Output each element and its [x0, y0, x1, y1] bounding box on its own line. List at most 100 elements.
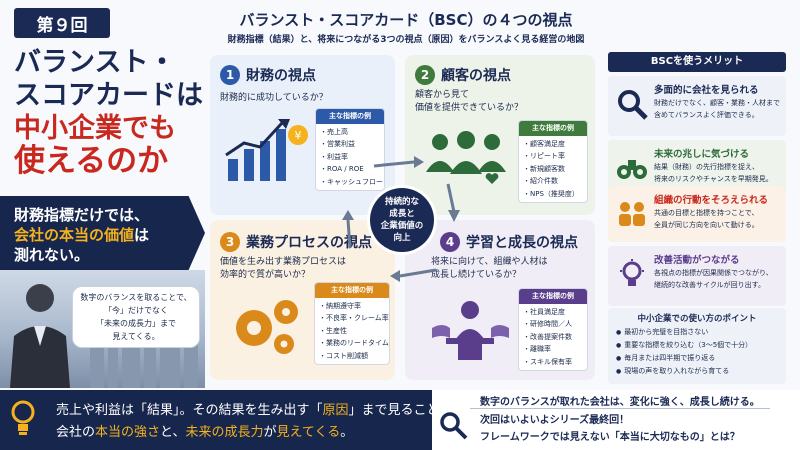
band-line-2-tail: は [134, 226, 150, 244]
magnifier-icon [440, 412, 468, 440]
merit-desc-line: 継続的な改善サイクルが回り出す。 [654, 281, 765, 289]
footer-highlight: 本当の強さ [95, 425, 161, 440]
customer-kpi-item: 新規顧客数 [523, 163, 583, 176]
center-line: 成長と [389, 209, 415, 219]
footer-highlight: 見えてくる [276, 425, 341, 440]
bsc-subtitle: 財務指標（結果）と、将来につながる3つの視点（原因）をバランスよく見る経営の地図 [227, 35, 585, 45]
merit-card-1: 多面的に会社を見られる 財務だけでなく、顧客・業務・人材まで 含めてバランスよく… [608, 76, 786, 136]
process-question-line: 価値を生み出す業務プロセスは [220, 257, 347, 267]
finance-question-line: 財務的に成功しているか？ [220, 93, 328, 103]
learning-kpi-box: 主な指標の例 社員満足度 研修時間／人 改善提案件数 離職率 スキル保有率 [518, 288, 588, 371]
center-line: 向上 [393, 233, 411, 243]
merit-desc: 財務だけでなく、顧客・業務・人材まで 含めてバランスよく評価できる。 [654, 97, 780, 121]
footer-text: 。 [340, 425, 354, 440]
footer-text: と、 [160, 425, 186, 440]
merit-desc-line: 結果（財務）の先行指標を捉え、 [654, 163, 759, 171]
title-line-3: 中小企業でも [14, 113, 176, 144]
merit-desc: 共通の目標と指標を持つことで、 全員が同じ方向を向いて動ける。 [654, 207, 759, 231]
center-goal-circle: 持続的な 成長と 企業価値の 向上 [370, 188, 434, 252]
process-number: 3 [220, 232, 240, 252]
customer-kpi-header: 主な指標の例 [519, 121, 587, 136]
bubble-line-3: 「未来の成長力」まで [96, 319, 176, 328]
learning-kpi-item: 研修時間／人 [523, 318, 583, 331]
band-line-2: 会社の本当の価値は [14, 224, 149, 245]
footer-highlight: 原因 [322, 403, 349, 418]
merits-header: BSCを使うメリット [608, 52, 786, 72]
merit-desc-line: 各視点の指標が因果関係でつながり、 [654, 269, 773, 277]
summary-text: 数字のバランスが取れた会社は、変化に強く、成長し続ける。 [480, 397, 760, 408]
left-message-band: 財務指標だけでは、 会社の本当の価値は 測れない。 [0, 196, 205, 270]
next-episode-box [432, 390, 800, 450]
divider [470, 408, 770, 409]
customer-question-line: 顧客から見て [415, 90, 470, 100]
finance-kpi-box: 主な指標の例 売上高 営業利益 利益率 ROA / ROE キャッシュフロー [315, 108, 385, 191]
learning-question: 将来に向けて、組織や人材は 成長し続けているか？ [431, 256, 548, 282]
tip-item: 重要な指標を絞り込む（3～5個で十分） [616, 339, 752, 352]
learning-number: 4 [440, 232, 460, 252]
learning-question-line: 成長し続けているか？ [431, 270, 522, 280]
process-kpi-header: 主な指標の例 [315, 283, 389, 298]
finance-number: 1 [220, 65, 240, 85]
bsc-title: バランスト・スコアカード（BSC）の４つの視点 [239, 11, 573, 29]
merit-desc: 結果（財務）の先行指標を捉え、 将来のリスクやチャンスを早期発見。 [654, 161, 773, 185]
lightbulb-icon [11, 400, 35, 435]
bulb-icon [620, 259, 644, 286]
main-title: バランスト・ スコアカードは 中小企業でも 使えるのか [14, 46, 204, 178]
finance-kpi-item: 営業利益 [320, 138, 380, 151]
cycle-arrows [342, 156, 460, 282]
customer-question: 顧客から見て 価値を提供できているか？ [415, 89, 523, 115]
tip-item: 最初から完璧を目指さない [616, 326, 752, 339]
learning-kpi-item: 離職率 [523, 343, 583, 356]
bubble-line-1: 数字のバランスを取ることで、 [80, 293, 192, 302]
footer-text: 売上や利益は「結果」。その結果を生み出す「 [56, 403, 323, 418]
footer-line-1: 売上や利益は「結果」。その結果を生み出す「原因」まで見ることで、 [56, 399, 465, 418]
center-line: 企業価値の [380, 221, 424, 231]
merit-card-4: 改善活動がつながる 各視点の指標が因果関係でつながり、 継続的な改善サイクルが回… [608, 246, 786, 306]
customer-kpi-item: 紹介件数 [523, 175, 583, 188]
process-question-line: 効率的で質が高いか？ [220, 270, 311, 280]
merit-title: 多面的に会社を見られる [654, 85, 759, 96]
next-episode-text: 次回はいよいよシリーズ最終回！ [480, 415, 630, 426]
sme-tips-box: 中小企業での使い方のポイント 最初から完璧を目指さない 重要な指標を絞り込む（3… [608, 308, 786, 384]
process-kpi-item: 納期遵守率 [319, 300, 385, 313]
learning-question-line: 将来に向けて、組織や人材は [431, 257, 548, 267]
finance-kpi-item: ROA / ROE [320, 163, 380, 176]
band-line-3: 測れない。 [14, 246, 90, 264]
learning-title: 学習と成長の視点 [466, 235, 578, 251]
customer-question-line: 価値を提供できているか？ [415, 103, 524, 113]
process-kpi-item: 業務のリードタイム [319, 337, 389, 350]
tip-item: 現場の声を取り入れながら育てる [616, 365, 752, 378]
svg-text:¥: ¥ [295, 129, 302, 142]
finance-kpi-item: キャッシュフロー [320, 176, 383, 189]
merit-card-3: 組織の行動をそろえられる 共通の目標と指標を持つことで、 全員が同じ方向を向いて… [608, 186, 786, 242]
footer-line-2: 会社の本当の強さと、未来の成長力が見えてくる。 [56, 421, 353, 440]
merit-desc-line: 将来のリスクやチャンスを早期発見。 [654, 175, 773, 183]
process-kpi-item: 生産性 [319, 325, 385, 338]
footer-highlight: 未来の成長力 [185, 425, 264, 440]
merit-desc-line: 含めてバランスよく評価できる。 [654, 111, 759, 119]
next-episode-question: フレームワークでは見えない「本当に大切なもの」とは？ [480, 432, 740, 443]
process-question: 価値を生み出す業務プロセスは 効率的で質が高いか？ [220, 256, 346, 282]
episode-badge: 第９回 [14, 8, 110, 38]
customer-kpi-item: リピート率 [523, 150, 583, 163]
merit-title: 改善活動がつながる [654, 255, 740, 266]
learning-kpi-item: 社員満足度 [523, 306, 583, 319]
merit-desc-line: 共通の目標と指標を持つことで、 [654, 209, 759, 217]
customer-kpi-item: NPS（推奨度） [523, 188, 583, 201]
customer-number: 2 [415, 65, 435, 85]
finance-title: 財務の視点 [246, 68, 316, 84]
bubble-line-4: 見えてくる。 [112, 332, 160, 341]
chart-growth-icon: ¥ [225, 119, 308, 181]
tips-title: 中小企業での使い方のポイント [637, 314, 757, 324]
training-icon [432, 301, 509, 360]
bubble-line-2: 「今」だけでなく [104, 306, 168, 315]
merit-desc: 各視点の指標が因果関係でつながり、 継続的な改善サイクルが回り出す。 [654, 267, 773, 291]
band-line-1: 財務指標だけでは、 [14, 206, 150, 224]
merit-desc-line: 財務だけでなく、顧客・業務・人材まで [654, 99, 780, 107]
footer-text: が [263, 425, 277, 440]
binoculars-icon [617, 160, 647, 179]
footer-text: 会社の [56, 425, 96, 440]
merit-title: 組織の行動をそろえられる [654, 195, 769, 206]
learning-kpi-item: 改善提案件数 [523, 331, 583, 344]
